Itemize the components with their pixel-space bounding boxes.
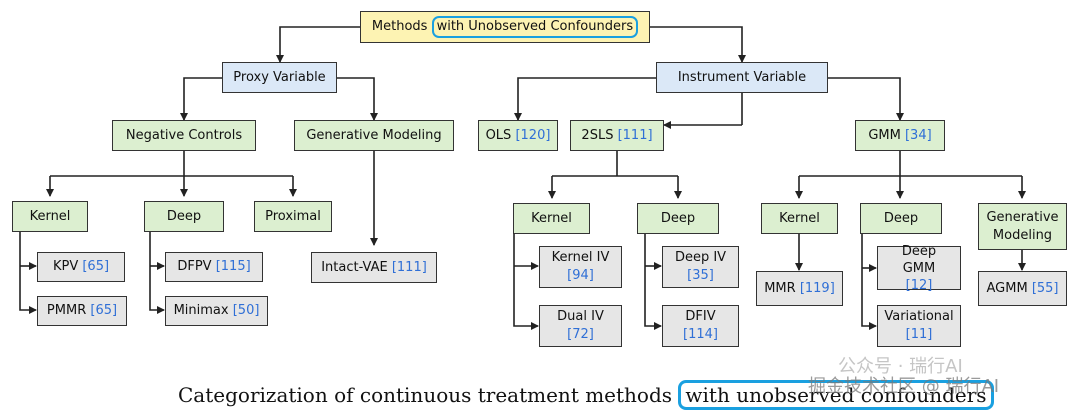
agmm-label: AGMM [986,280,1028,296]
kernel-node-2sls: Kernel [513,203,590,234]
kpv-node: KPV [65] [37,252,125,282]
minimax-node: Minimax [50] [165,296,268,326]
minimax-label: Minimax [173,303,229,318]
mmr-ref: [119] [799,280,835,296]
watermark-line2: 掘金技术社区 @ 瑞行AI [808,376,1000,397]
intact-vae-label: Intact-VAE [321,259,388,275]
ols-text: OLS [120] [486,127,551,145]
generative-modeling-node: Generative Modeling [294,120,454,151]
deep-node-gmm: Deep [860,203,942,234]
deep-node-proxy: Deep [144,201,224,232]
ols-node: OLS [120] [478,120,558,151]
proxy-variable-node: Proxy Variable [222,62,337,93]
2sls-node: 2SLS [111] [570,120,664,151]
dfpv-label: DFPV [177,259,212,274]
intact-vae-ref: [111] [391,259,427,275]
deep-iv-ref: [35] [687,268,714,283]
instrument-variable-node: Instrument Variable [656,62,828,93]
ols-label: OLS [485,127,512,143]
dual-iv-node: Dual IV [72] [539,305,622,347]
pmmr-node: PMMR [65] [37,296,127,326]
pmmr-label: PMMR [46,303,87,318]
variational-label: Variational [884,309,954,324]
deep-label-proxy: Deep [166,208,202,224]
kernel-iv-label: Kernel IV [551,250,610,265]
dual-iv-label: Dual IV [557,309,604,324]
generative-modeling-line2: Modeling [992,227,1053,243]
figure-caption: Categorization of continuous treatment m… [178,380,994,410]
kernel-iv-node: Kernel IV [94] [539,246,622,288]
2sls-label: 2SLS [581,127,614,143]
dfiv-ref: [114] [683,327,718,342]
deep-label-gmm: Deep [883,210,919,226]
dfiv-label: DFIV [685,309,716,324]
kernel-node-gmm: Kernel [761,203,838,234]
pmmr-ref: [65] [90,303,118,318]
dfpv-ref: [115] [215,259,251,274]
gmm-node: GMM [34] [855,120,945,151]
gmm-label: GMM [868,127,901,143]
deep-gmm-line1: Deep [901,243,937,259]
deep-iv-node: Deep IV [35] [662,246,739,288]
kernel-node-proxy: Kernel [12,201,88,232]
variational-ref: [11] [905,327,933,342]
ols-ref: [120] [515,127,551,143]
kpv-label: KPV [52,259,79,274]
agmm-ref: [55] [1031,280,1059,296]
proxy-variable-label: Proxy Variable [233,69,326,85]
proximal-node: Proximal [254,201,332,232]
deep-gmm-ref: [12] [905,277,933,293]
dual-iv-ref: [72] [567,327,594,342]
root-label: Methods [371,19,428,34]
2sls-ref: [111] [617,127,653,143]
deep-iv-label: Deep IV [674,250,727,265]
negative-controls-node: Negative Controls [112,120,256,151]
dfiv-node: DFIV [114] [662,305,739,347]
kernel-label-proxy: Kernel [29,208,71,224]
intact-vae-node: Intact-VAE [111] [311,252,437,283]
deep-node-2sls: Deep [637,203,719,234]
kernel-label-gmm: Kernel [779,210,820,226]
variational-node: Variational [11] [877,305,961,347]
negative-controls-label: Negative Controls [125,127,243,143]
kernel-label-2sls: Kernel [531,210,572,226]
kpv-ref: [65] [82,259,110,274]
caption-highlight: with unobserved confounders [678,380,994,410]
caption-text: Categorization of continuous treatment m… [178,383,673,407]
proximal-label: Proximal [265,208,321,224]
generative-modeling-label: Generative Modeling [306,127,442,143]
gmm-ref: [34] [904,127,932,143]
dfpv-node: DFPV [115] [165,252,263,282]
deep-gmm-line2: GMM [12] [902,260,936,293]
kernel-iv-ref: [94] [567,268,594,283]
root-highlight: with Unobserved Confounders [431,16,639,38]
mmr-label: MMR [764,280,796,296]
instrument-variable-label: Instrument Variable [677,69,807,85]
minimax-ref: [50] [232,303,260,318]
watermark-line1: 公众号 · 瑞行AI [838,356,963,377]
generative-modeling-line1: Generative [986,209,1059,225]
generative-modeling-node-gmm: Generative Modeling [978,203,1067,250]
agmm-node: AGMM [55] [978,271,1067,306]
mmr-node: MMR [119] [756,271,843,306]
root-node: Methods with Unobserved Confounders [360,11,650,43]
deep-label-2sls: Deep [660,210,696,226]
